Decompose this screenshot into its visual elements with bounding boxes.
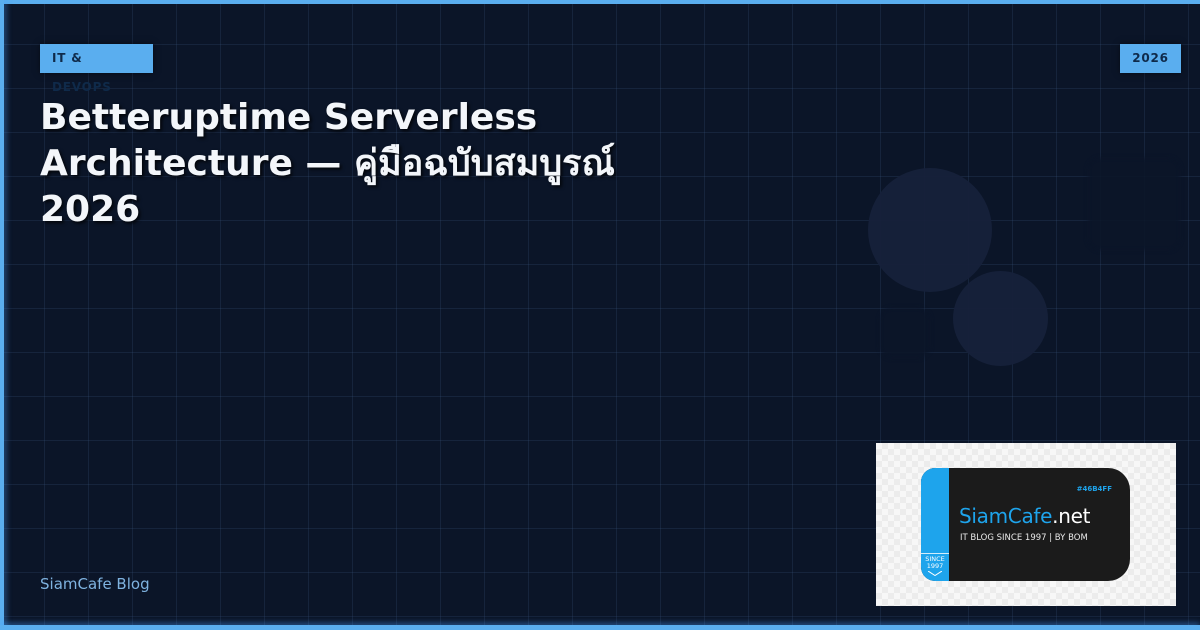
year-badge: 2026 (1120, 44, 1181, 73)
category-badge: IT & DEVOPS (40, 44, 153, 94)
frame-top-border (0, 0, 1200, 4)
logo-name-net: .net (1052, 504, 1091, 528)
since-ribbon: SINCE 1997 (921, 553, 949, 581)
frame-bottom-border (0, 625, 1200, 630)
decorative-shadow-shape (1088, 158, 1180, 250)
ribbon-line-1: SINCE (925, 555, 945, 563)
logo-name-siamcafe: SiamCafe (959, 504, 1053, 528)
decorative-circle-large (868, 168, 992, 292)
logo-tagline: IT BLOG SINCE 1997 | BY BOM (960, 533, 1088, 543)
logo-wordmark: SiamCafe.net (959, 504, 1090, 528)
title-line-1: Betteruptime Serverless (40, 97, 538, 138)
siamcafe-logo: SINCE 1997 #46B4FF SiamCafe.net IT BLOG … (876, 443, 1176, 606)
logo-blue-strip (921, 468, 949, 581)
title-line-3: 2026 (40, 189, 141, 230)
logo-hex-label: #46B4FF (1076, 485, 1112, 493)
title-line-2: Architecture — คู่มือฉบับสมบูรณ์ (40, 143, 615, 184)
footer-brand: SiamCafe Blog (40, 575, 150, 593)
article-title: Betteruptime Serverless Architecture — ค… (40, 95, 800, 233)
chevron-down-icon (928, 571, 942, 576)
decorative-circle-small (953, 271, 1048, 366)
logo-card: SINCE 1997 #46B4FF SiamCafe.net IT BLOG … (921, 468, 1130, 581)
ribbon-line-2: 1997 (926, 562, 944, 570)
decorative-shadow-shape (880, 308, 930, 358)
frame-left-border (0, 0, 4, 630)
